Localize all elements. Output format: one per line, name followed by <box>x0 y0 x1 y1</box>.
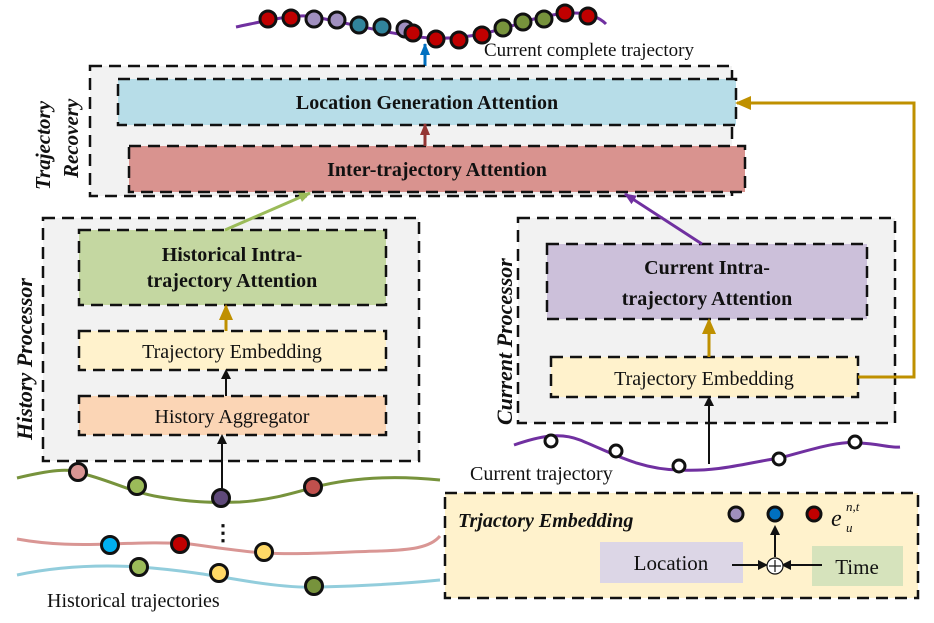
current-trajectory-embedding-box: Trajectory Embedding <box>549 355 860 399</box>
cur-intra-to-inter-arrow <box>624 192 703 246</box>
embedding-symbol: e n,t u <box>831 499 860 535</box>
complete-trajectory-node <box>258 9 278 29</box>
historical-intra-attention-box: Historical Intra- trajectory Attention <box>77 228 388 307</box>
location-generation-attention-label: Location Generation Attention <box>296 92 558 114</box>
complete-trajectory-caption: Current complete trajectory <box>484 40 694 61</box>
plus-operator-icon <box>766 557 784 575</box>
complete-trajectory-node <box>372 17 392 37</box>
historical-ellipsis: ⋮ <box>212 520 234 545</box>
historical-trajectory-node <box>209 563 229 583</box>
complete-trajectory-node <box>403 23 423 43</box>
complete-trajectory-node <box>534 9 554 29</box>
current-processor-label: Current Processor <box>492 258 517 425</box>
historical-trajectory-node <box>304 576 324 596</box>
history-processor-label: History Processor <box>12 278 37 441</box>
historical-trajectory-node <box>129 557 149 577</box>
embedding-node <box>727 505 745 523</box>
historical-trajectory-node <box>211 488 231 508</box>
trajectory-embedding-panel-title: Trjactory Embedding <box>458 510 633 532</box>
history-trajectory-embedding-label: Trajectory Embedding <box>142 341 322 363</box>
history-aggregator-box: History Aggregator <box>77 394 388 437</box>
historical-trajectories-caption: Historical trajectories <box>47 590 220 612</box>
complete-trajectory-node <box>555 3 575 23</box>
complete-trajectory-node <box>327 10 347 30</box>
historical-trajectories: ⋮ <box>16 462 442 596</box>
complete-trajectory-node <box>493 18 513 38</box>
current-intra-attention-line1: Current Intra- <box>644 257 770 279</box>
current-trajectory-node <box>608 443 624 459</box>
historical-trajectory-line-3 <box>16 564 441 589</box>
embedding-node <box>766 505 784 523</box>
history-trajectory-embedding-box: Trajectory Embedding <box>77 329 388 372</box>
complete-trajectory-node <box>578 6 598 26</box>
historical-trajectory-node <box>68 462 88 482</box>
historical-trajectory-node <box>303 477 323 497</box>
current-trajectory-node <box>847 434 863 450</box>
complete-trajectory-node <box>304 9 324 29</box>
historical-trajectory-node <box>127 476 147 496</box>
current-trajectory-node <box>543 433 559 449</box>
embedding-symbol-sub: u <box>846 520 853 535</box>
historical-intra-attention-line2: trajectory Attention <box>147 270 318 292</box>
inter-trajectory-attention-box: Inter-trajectory Attention <box>127 144 747 194</box>
embedding-symbol-sup: n,t <box>846 499 860 514</box>
historical-trajectory-node <box>254 542 274 562</box>
complete-trajectory-node <box>426 29 446 49</box>
trajectory-recovery-label-line2: Recovery <box>59 98 83 179</box>
location-box: Location <box>600 542 743 583</box>
complete-trajectory-node <box>449 30 469 50</box>
trajectory-recovery-label: Trajectory Recovery <box>31 98 83 190</box>
time-label: Time <box>835 555 879 579</box>
embedding-symbol-base: e <box>831 506 842 532</box>
embedding-to-location-generation-arrow <box>735 96 916 379</box>
trajectory-recovery-label-line1: Trajectory <box>31 100 55 190</box>
complete-trajectory <box>235 3 608 50</box>
time-box: Time <box>812 546 903 586</box>
complete-trajectory-node <box>513 12 533 32</box>
inter-trajectory-attention-label: Inter-trajectory Attention <box>327 159 547 181</box>
current-trajectory-node <box>671 458 687 474</box>
hist-intra-to-inter-arrow <box>224 191 311 232</box>
complete-trajectory-node <box>472 25 492 45</box>
trajectory-embedding-panel: Trjactory Embedding Location Time e n,t … <box>443 491 920 600</box>
location-label: Location <box>634 551 709 575</box>
current-trajectory-caption: Current trajectory <box>470 463 613 485</box>
current-intra-attention-box: Current Intra- trajectory Attention <box>545 242 869 321</box>
historical-trajectory-line-2 <box>16 534 442 556</box>
current-trajectory <box>513 433 901 474</box>
historical-trajectory-node <box>170 534 190 554</box>
historical-trajectory-node <box>100 535 120 555</box>
current-intra-attention-line2: trajectory Attention <box>622 288 793 310</box>
historical-intra-attention-line1: Historical Intra- <box>162 244 303 266</box>
embedding-node <box>805 505 823 523</box>
current-trajectory-node <box>771 451 787 467</box>
history-aggregator-label: History Aggregator <box>155 406 310 428</box>
current-trajectory-embedding-label: Trajectory Embedding <box>614 368 794 390</box>
location-generation-attention-box: Location Generation Attention <box>116 77 738 127</box>
complete-trajectory-node <box>281 8 301 28</box>
complete-trajectory-node <box>349 15 369 35</box>
